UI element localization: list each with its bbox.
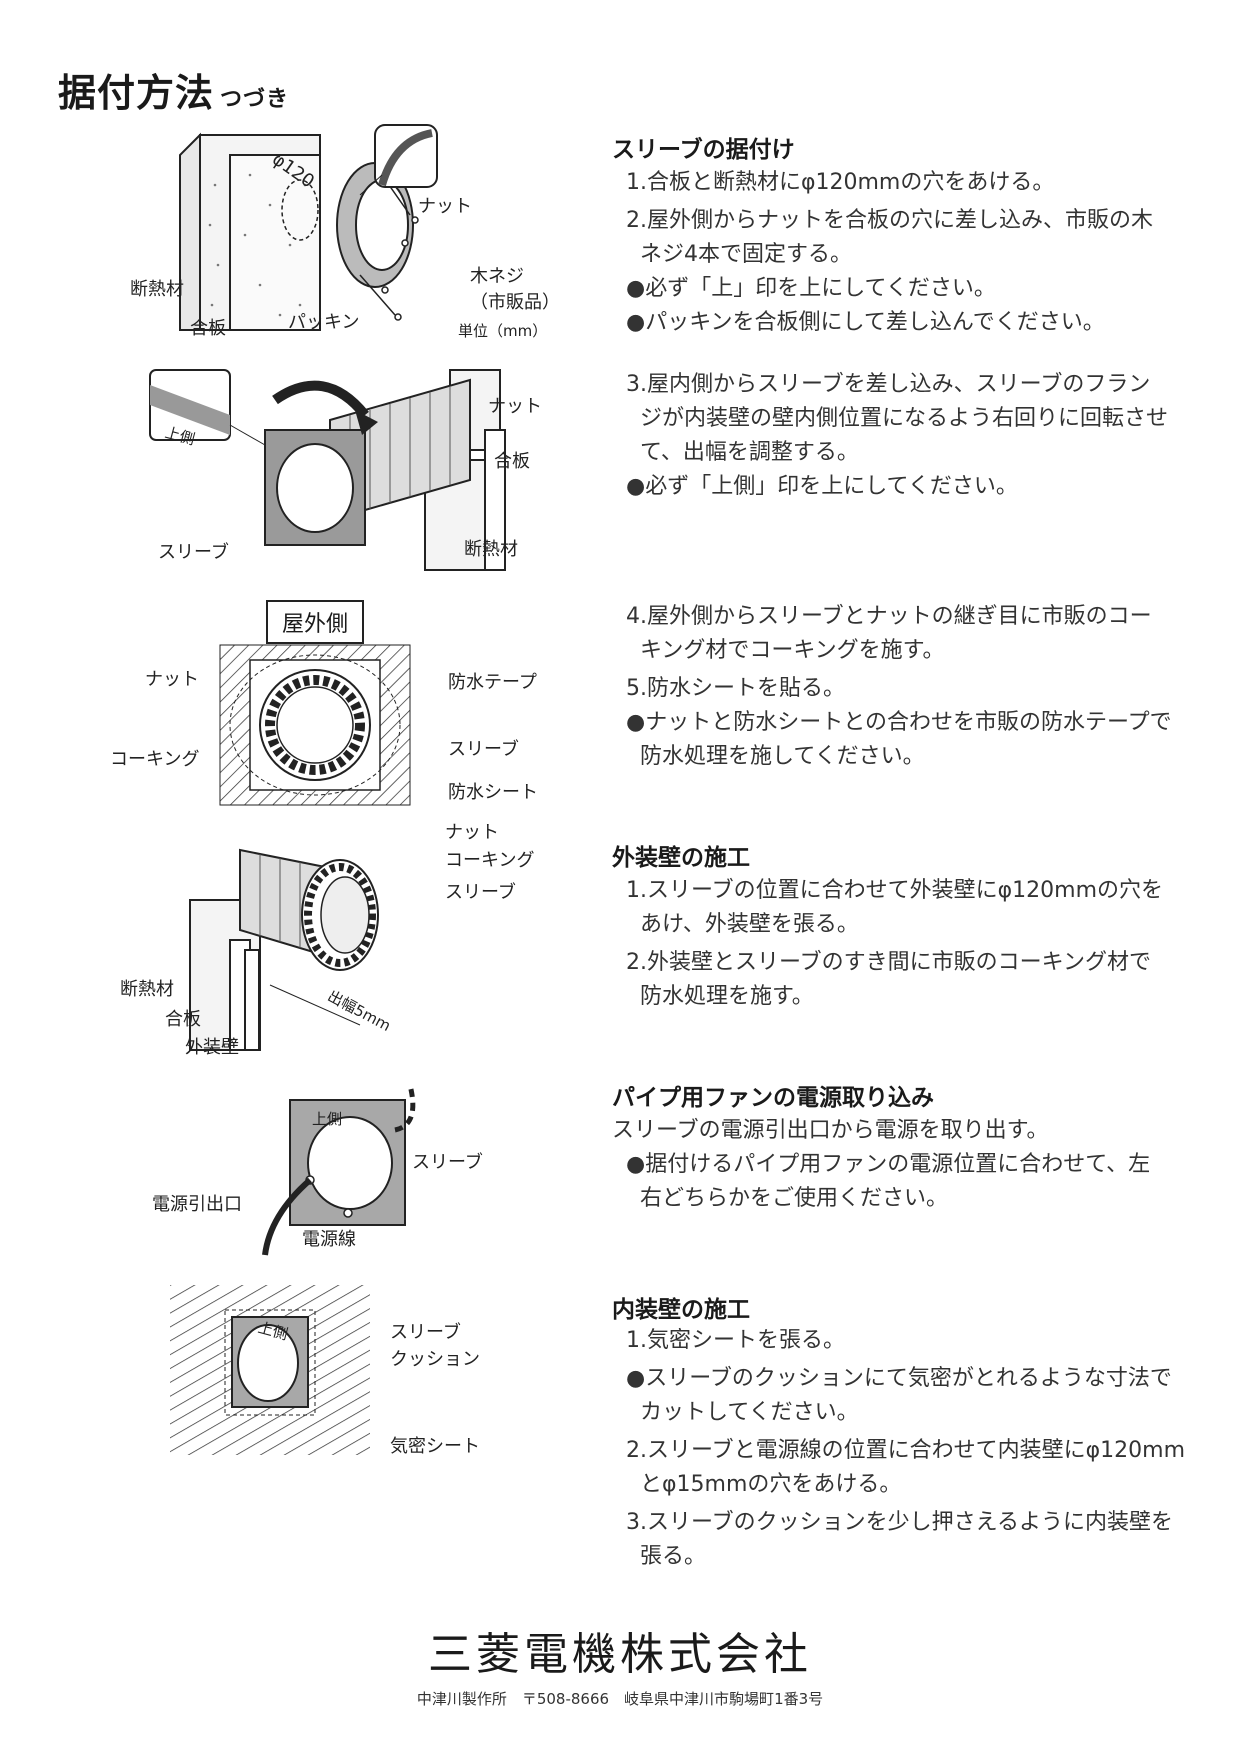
label-caulking-4: コーキング [445, 850, 535, 871]
page-title: 据付方法つづき [58, 62, 289, 117]
inner-step-1: 1.気密シートを張る。 [626, 1328, 845, 1353]
company-name: 三菱電機株式会社 [428, 1629, 812, 1680]
figure-outer-wall [189, 848, 379, 1051]
label-outside: 屋外側 [266, 600, 365, 644]
figure-sleeve-install [179, 124, 438, 331]
label-nut-2: ナット [488, 396, 542, 417]
note-tape: ●ナットと防水シートとの合わせを市販の防水テープで防水処理を施してください。 [626, 710, 1172, 769]
label-screw-market: （市販品） [470, 292, 560, 313]
label-insulation-1: 断熱材 [130, 279, 184, 300]
section-body-caulk: 4.屋外側からスリーブとナットの継ぎ目に市販のコーキング材でコーキングを施す。 … [612, 600, 1172, 774]
label-plywood-4: 合板 [165, 1009, 201, 1030]
figure-sleeve-insert [149, 369, 506, 571]
label-sleeve-3: スリーブ [448, 739, 519, 760]
label-tape: 防水テープ [448, 672, 537, 693]
step-5: 5.防水シートを貼る。 [626, 676, 845, 701]
label-plywood-1: 合板 [190, 318, 226, 339]
section-heading-inner: 内装壁の施工 [612, 1297, 750, 1323]
figure-power-cable [262, 1084, 416, 1256]
note-top-mark: ●必ず「上」印を上にしてください。 [626, 276, 996, 301]
outer-step-2: 2.外装壁とスリーブのすき間に市販のコーキング材で防水処理を施す。 [626, 950, 1152, 1009]
section-body-sleeve: 1.合板と断熱材にφ120mmの穴をあける。 2.屋外側からナットを合板の穴に差… [612, 166, 1172, 340]
title-main: 据付方法 [58, 71, 215, 115]
section-body-inner: 1.気密シートを張る。 ●スリーブのクッションにて気密がとれるような寸法でカット… [612, 1324, 1192, 1574]
inner-step-3: 3.スリーブのクッションを少し押さえるように内装壁を張る。 [626, 1510, 1174, 1569]
section-body-outer: 1.スリーブの位置に合わせて外装壁にφ120mmの穴をあけ、外装壁を張る。 2.… [612, 874, 1172, 1014]
section-heading-power: パイプ用ファンの電源取り込み [612, 1085, 934, 1111]
label-plywood-2: 合板 [494, 451, 530, 472]
label-outer-wall: 外装壁 [185, 1037, 239, 1058]
label-unit: 単位（mm） [458, 322, 548, 340]
section-heading-outer: 外装壁の施工 [612, 845, 750, 871]
step-4: 4.屋外側からスリーブとナットの継ぎ目に市販のコーキング材でコーキングを施す。 [626, 604, 1152, 663]
power-line: スリーブの電源引出口から電源を取り出す。 [612, 1118, 1049, 1143]
label-cushion: クッション [390, 1349, 480, 1370]
outer-step-1: 1.スリーブの位置に合わせて外装壁にφ120mmの穴をあけ、外装壁を張る。 [626, 878, 1164, 937]
figure-caulking [219, 644, 411, 806]
label-packing: パッキン [288, 312, 360, 333]
company-address: 中津川製作所 〒508-8666 岐阜県中津川市駒場町1番3号 [416, 1690, 824, 1708]
section-body-insert: 3.屋内側からスリーブを差し込み、スリーブのフランジが内装壁の壁内側位置になるよ… [612, 368, 1172, 504]
note-packing: ●パッキンを合板側にして差し込んでください。 [626, 310, 1105, 335]
figure-inner-wall [170, 1285, 370, 1455]
section-body-power: スリーブの電源引出口から電源を取り出す。 ●据付けるパイプ用ファンの電源位置に合… [612, 1114, 1172, 1216]
label-sleeve-6: スリーブ [390, 1322, 461, 1343]
label-topside-5: 上側 [312, 1110, 343, 1128]
label-nut-4: ナット [445, 822, 499, 843]
label-airtight: 気密シート [390, 1436, 480, 1457]
label-wire: 電源線 [302, 1229, 356, 1250]
power-note: ●据付けるパイプ用ファンの電源位置に合わせて、左右どちらかをご使用ください。 [626, 1152, 1151, 1211]
label-insulation-4: 断熱材 [120, 979, 174, 1000]
label-insulation-2: 断熱材 [464, 539, 518, 560]
label-screw: 木ネジ [470, 266, 524, 287]
label-nut-1: ナット [418, 196, 472, 217]
label-sheet: 防水シート [448, 782, 538, 803]
section-heading-sleeve: スリーブの据付け [612, 137, 795, 163]
label-sleeve-5: スリーブ [412, 1152, 483, 1173]
title-sub: つづき [220, 87, 290, 112]
note-topside: ●必ず「上側」印を上にしてください。 [626, 474, 1018, 499]
step-3: 3.屋内側からスリーブを差し込み、スリーブのフランジが内装壁の壁内側位置になるよ… [626, 372, 1169, 465]
label-sleeve-2: スリーブ [158, 542, 229, 563]
label-caulking-3: コーキング [110, 749, 200, 770]
step-2: 2.屋外側からナットを合板の穴に差し込み、市販の木ネジ4本で固定する。 [626, 208, 1153, 267]
label-nut-3: ナット [145, 669, 199, 690]
label-sleeve-4: スリーブ [445, 882, 516, 903]
step-1: 1.合板と断熱材にφ120mmの穴をあける。 [626, 170, 1055, 195]
inner-step-2: 2.スリーブと電源線の位置に合わせて内装壁にφ120mmとφ15mmの穴をあける… [626, 1438, 1186, 1497]
inner-note: ●スリーブのクッションにて気密がとれるような寸法でカットしてください。 [626, 1366, 1172, 1425]
label-outlet: 電源引出口 [152, 1194, 242, 1215]
